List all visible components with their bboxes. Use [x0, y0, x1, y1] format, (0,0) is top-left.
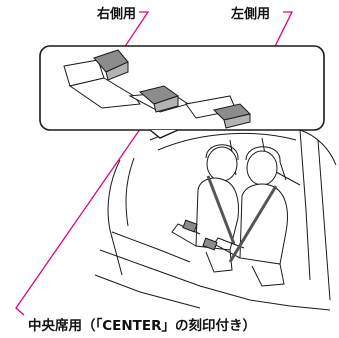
- center-seat-leader: [15, 95, 164, 316]
- center-seat-label: 中央席用（「CENTER」の刻印付き）: [28, 318, 257, 334]
- right-side-leader: [117, 11, 150, 58]
- lower-buckles: [182, 219, 218, 251]
- child-right: [213, 146, 288, 287]
- left-side-label: 左側用: [231, 7, 271, 22]
- child-left: [171, 144, 239, 273]
- buckle-left-side: [213, 103, 251, 129]
- right-side-label: 右側用: [97, 7, 137, 22]
- buckle-center: [138, 85, 180, 113]
- buckle-right-side: [93, 49, 129, 81]
